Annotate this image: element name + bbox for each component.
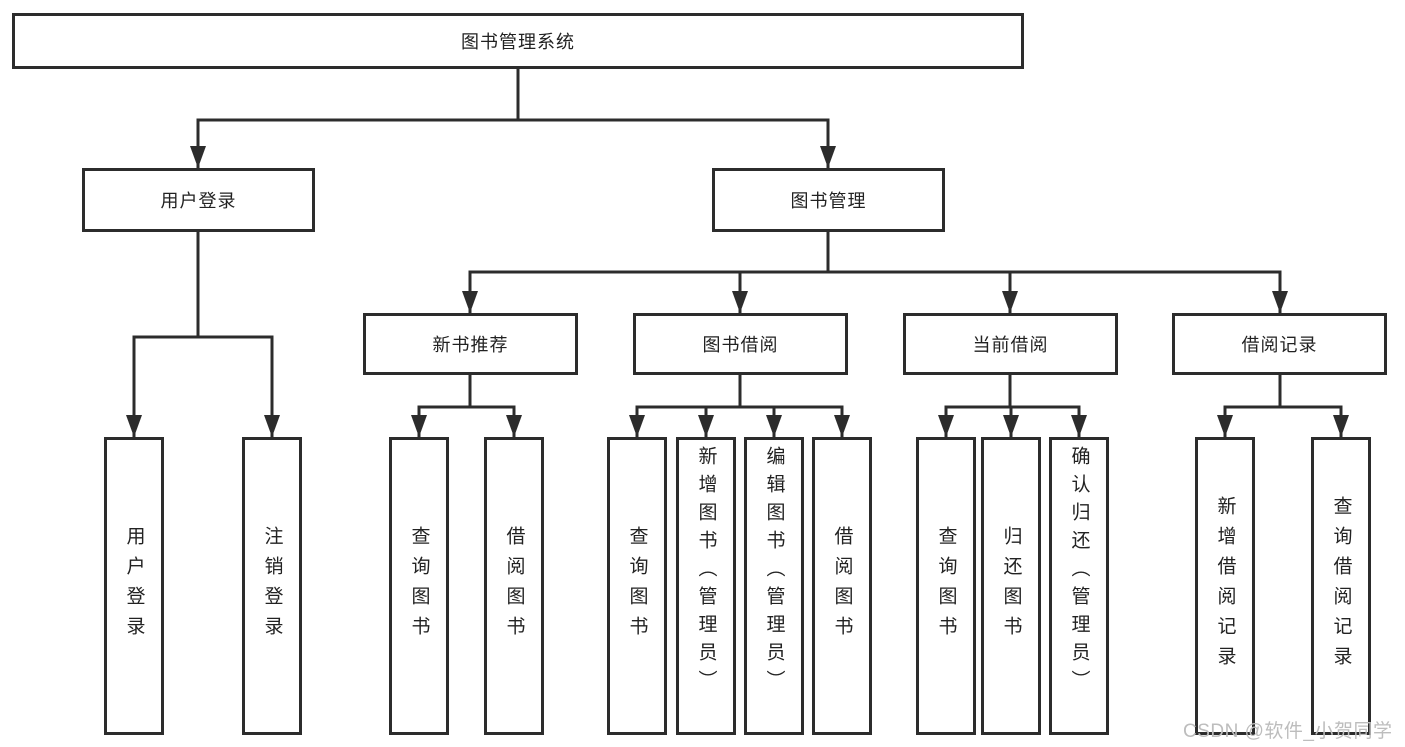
node-current-borrowing: 当前借阅: [903, 313, 1118, 375]
arrowhead-icon: [1272, 291, 1288, 313]
leaf-user-login-label: 用户登录: [123, 526, 145, 646]
arrowhead-icon: [834, 415, 850, 437]
node-book-management-label: 图书管理: [790, 191, 867, 211]
leaf-query-borrow-record-label: 查询借阅记录: [1330, 496, 1352, 676]
node-new-book-recommend-label: 新书推荐: [432, 335, 509, 355]
node-user-login-label: 用户登录: [160, 191, 237, 211]
node-new-book-recommend: 新书推荐: [363, 313, 578, 375]
leaf-query-books-current-label: 查询图书: [935, 526, 957, 646]
node-book-borrowing: 图书借阅: [633, 313, 848, 375]
arrowhead-icon: [938, 415, 954, 437]
leaf-query-books-borrowing-label: 查询图书: [626, 526, 648, 646]
arrowhead-icon: [766, 415, 782, 437]
arrowhead-icon: [820, 146, 836, 168]
node-library-system-label: 图书管理系统: [461, 32, 575, 52]
node-borrowing-records-label: 借阅记录: [1241, 335, 1318, 355]
leaf-edit-books-admin-label: 编辑图书（管理员）: [763, 446, 785, 698]
arrowhead-icon: [698, 415, 714, 437]
leaf-user-login: 用户登录: [104, 437, 164, 735]
leaf-borrow-books-borrowing: 借阅图书: [812, 437, 872, 735]
arrowhead-icon: [732, 291, 748, 313]
leaf-add-borrow-record-label: 新增借阅记录: [1214, 496, 1236, 676]
leaf-edit-books-admin: 编辑图书（管理员）: [744, 437, 804, 735]
arrowhead-icon: [126, 415, 142, 437]
leaf-query-books-recommend: 查询图书: [389, 437, 449, 735]
arrowhead-icon: [1333, 415, 1349, 437]
leaf-borrow-books-recommend: 借阅图书: [484, 437, 544, 735]
node-user-login: 用户登录: [82, 168, 315, 232]
arrowhead-icon: [1217, 415, 1233, 437]
leaf-return-books: 归还图书: [981, 437, 1041, 735]
node-library-system: 图书管理系统: [12, 13, 1024, 69]
arrowhead-icon: [1003, 415, 1019, 437]
arrowhead-icon: [411, 415, 427, 437]
leaf-logout-login: 注销登录: [242, 437, 302, 735]
arrowhead-icon: [1071, 415, 1087, 437]
node-current-borrowing-label: 当前借阅: [972, 335, 1049, 355]
leaf-add-books-admin: 新增图书（管理员）: [676, 437, 736, 735]
leaf-confirm-return-admin: 确认归还（管理员）: [1049, 437, 1109, 735]
leaf-borrow-books-recommend-label: 借阅图书: [503, 526, 525, 646]
arrowhead-icon: [506, 415, 522, 437]
leaf-confirm-return-admin-label: 确认归还（管理员）: [1068, 446, 1090, 698]
leaf-query-borrow-record: 查询借阅记录: [1311, 437, 1371, 735]
node-borrowing-records: 借阅记录: [1172, 313, 1387, 375]
node-book-management: 图书管理: [712, 168, 945, 232]
leaf-query-books-current: 查询图书: [916, 437, 976, 735]
leaf-logout-login-label: 注销登录: [261, 526, 283, 646]
arrowhead-icon: [462, 291, 478, 313]
arrowhead-icon: [190, 146, 206, 168]
node-book-borrowing-label: 图书借阅: [702, 335, 779, 355]
arrowhead-icon: [264, 415, 280, 437]
arrowhead-icon: [1002, 291, 1018, 313]
leaf-add-books-admin-label: 新增图书（管理员）: [695, 446, 717, 698]
watermark-text: CSDN @软件_小贺同学: [1183, 721, 1393, 742]
arrowhead-icon: [629, 415, 645, 437]
leaf-return-books-label: 归还图书: [1000, 526, 1022, 646]
arrowhead-icons: [126, 146, 1349, 437]
leaf-query-books-borrowing: 查询图书: [607, 437, 667, 735]
leaf-query-books-recommend-label: 查询图书: [408, 526, 430, 646]
leaf-borrow-books-borrowing-label: 借阅图书: [831, 526, 853, 646]
connector-path: [132, 69, 1343, 437]
leaf-add-borrow-record: 新增借阅记录: [1195, 437, 1255, 735]
